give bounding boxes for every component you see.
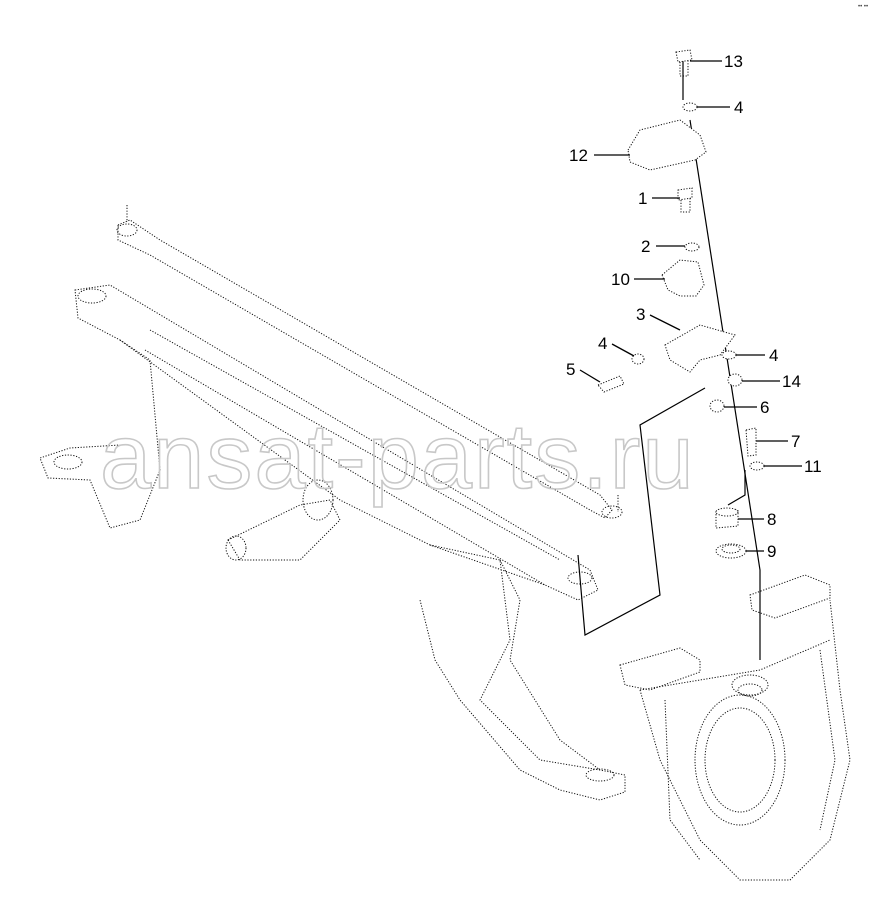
washer-4-left (631, 353, 645, 365)
callout-3: 3 (636, 305, 645, 324)
callout-10: 10 (611, 270, 630, 289)
steering-spindle (225, 479, 341, 561)
washer-4-top (682, 102, 698, 112)
washer-11 (749, 461, 765, 471)
callout-6: 6 (760, 398, 769, 417)
callout-14: 14 (782, 372, 801, 391)
mounting-plate-3 (664, 324, 736, 373)
callout-4-right: 4 (769, 346, 778, 365)
washer-4-right (721, 350, 737, 360)
nut-14 (727, 373, 743, 387)
bolt-5 (597, 375, 625, 393)
callout-9: 9 (767, 542, 776, 561)
cover-bracket-12 (627, 119, 707, 171)
callout-4-left: 4 (598, 334, 607, 353)
callout-13: 13 (724, 52, 743, 71)
callout-2: 2 (641, 237, 650, 256)
bolt-1 (677, 187, 693, 213)
nut-6 (709, 399, 725, 413)
corner-mark: •• •• (858, 4, 868, 10)
callout-labels: 13 4 12 1 2 10 3 4 5 4 14 6 7 11 8 9 (566, 52, 822, 561)
bolt-7 (745, 427, 757, 457)
tie-rod (116, 205, 623, 519)
callout-8: 8 (767, 510, 776, 529)
callout-1: 1 (638, 189, 647, 208)
callout-5: 5 (566, 360, 575, 379)
callout-12: 12 (569, 146, 588, 165)
watermark-text: ansat-parts.ru (100, 406, 696, 508)
seal-ring-9 (715, 543, 747, 559)
callout-7: 7 (791, 432, 800, 451)
callout-4-top: 4 (734, 98, 743, 117)
axle-beam (39, 284, 626, 801)
sensor-10 (661, 259, 705, 297)
callout-11: 11 (804, 457, 822, 476)
leader-lines (579, 60, 802, 552)
bushing-8 (715, 507, 739, 529)
component-stack (577, 49, 765, 660)
bolt-13 (675, 49, 693, 77)
washer-2 (684, 242, 700, 252)
axle-housing-bracket (619, 574, 851, 881)
